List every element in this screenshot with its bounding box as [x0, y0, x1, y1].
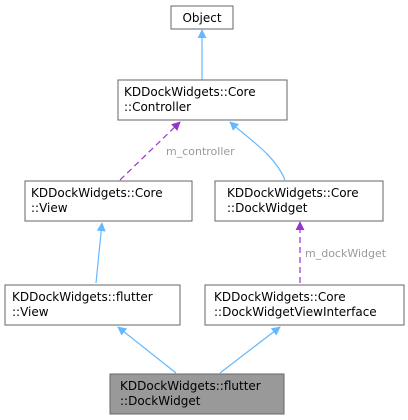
- node-core-dockwidget-view-interface-line2: ::DockWidgetViewInterface: [214, 305, 377, 319]
- edge-label-m-controller: m_controller: [166, 145, 235, 158]
- node-core-view[interactable]: KDDockWidgets::Core ::View: [24, 180, 193, 222]
- node-flutter-view-line2: ::View: [12, 305, 49, 319]
- node-flutter-view[interactable]: KDDockWidgets::flutter ::View: [4, 284, 181, 326]
- edge-label-m-dockwidget: m_dockWidget: [305, 247, 387, 260]
- edge-flutter-view-inherits-core-view: [95, 222, 106, 284]
- node-core-view-line2: ::View: [31, 201, 68, 215]
- node-core-view-line1: KDDockWidgets::Core: [31, 186, 163, 200]
- edge-dockwidget-inherits-controller: [229, 121, 286, 181]
- node-core-dockwidget-view-interface[interactable]: KDDockWidgets::Core ::DockWidgetViewInte…: [204, 284, 405, 326]
- edge-flutter-dockwidget-inherits-interface: [219, 326, 281, 374]
- node-flutter-dockwidget[interactable]: KDDockWidgets::flutter ::DockWidget: [109, 373, 285, 415]
- node-core-dockwidget-line2: ::DockWidget: [227, 201, 308, 215]
- node-core-dockwidget[interactable]: KDDockWidgets::Core ::DockWidget: [214, 180, 384, 222]
- node-core-dockwidget-view-interface-line1: KDDockWidgets::Core: [214, 290, 346, 304]
- node-core-controller-line1: KDDockWidgets::Core: [124, 85, 256, 99]
- edge-flutter-dockwidget-inherits-flutter-view: [117, 326, 177, 374]
- node-flutter-dockwidget-line1: KDDockWidgets::flutter: [120, 379, 261, 393]
- node-core-controller-line2: ::Controller: [124, 100, 191, 114]
- node-flutter-dockwidget-line2: ::DockWidget: [120, 394, 201, 408]
- node-flutter-view-line1: KDDockWidgets::flutter: [12, 290, 153, 304]
- node-object-label: Object: [182, 11, 221, 25]
- node-core-controller[interactable]: KDDockWidgets::Core ::Controller: [117, 79, 288, 121]
- node-core-dockwidget-line1: KDDockWidgets::Core: [227, 186, 359, 200]
- edge-view-member-controller: [119, 121, 181, 181]
- node-object[interactable]: Object: [170, 5, 234, 30]
- edges: m_controller m_dockWidget: [95, 29, 387, 374]
